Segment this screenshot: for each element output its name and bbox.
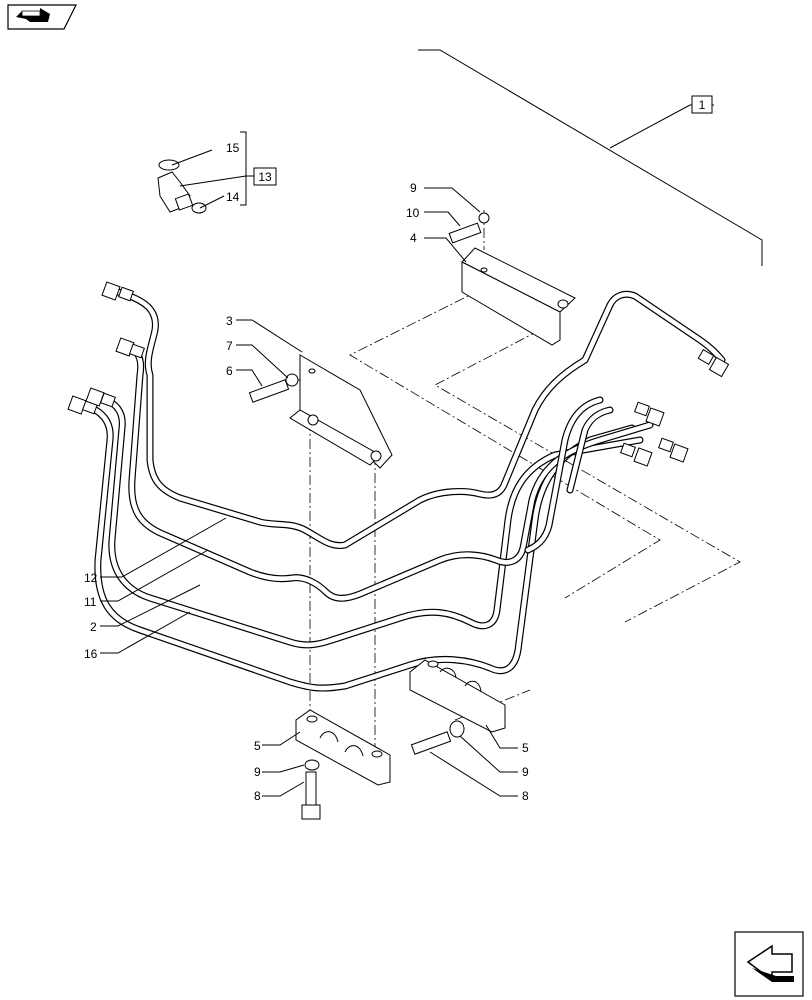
elbow-fitting-13 [157, 131, 254, 214]
pipe-11 [126, 344, 654, 602]
next-page-arrow-icon[interactable] [734, 931, 804, 997]
pipe-2 [96, 394, 644, 649]
part-label-9-right: 9 [522, 765, 529, 779]
clamp-5-right [409, 659, 506, 733]
bracket-4 [448, 212, 576, 346]
clamp-5-lower [295, 709, 391, 786]
part-label-4: 4 [410, 231, 417, 245]
part-label-8-right: 8 [522, 789, 529, 803]
part-label-12: 12 [84, 571, 98, 585]
bolt-8-lower [301, 759, 321, 820]
assembly-bracket-1 [418, 49, 763, 266]
part-label-15: 15 [226, 141, 240, 155]
svg-text:13: 13 [258, 170, 272, 184]
pipe-12 [114, 288, 726, 550]
part-label-5-right: 5 [522, 741, 529, 755]
part-label-3: 3 [226, 314, 233, 328]
pipe-16 [80, 401, 636, 692]
bracket-3 [248, 354, 393, 469]
part-label-2: 2 [90, 620, 97, 634]
part-label-5-lower: 5 [254, 739, 261, 753]
part-label-14: 14 [226, 190, 240, 204]
part-label-7: 7 [226, 339, 233, 353]
part-label-16: 16 [84, 647, 98, 661]
pipe-fittings [67, 281, 730, 467]
part-label-10: 10 [406, 206, 420, 220]
pipe-extra [524, 396, 614, 554]
part-label-1: 1 [691, 95, 713, 114]
svg-text:1: 1 [699, 98, 706, 112]
alignment-lines [290, 210, 741, 755]
part-label-8-lower: 8 [254, 789, 261, 803]
part-label-13: 13 [253, 167, 277, 186]
part-label-6: 6 [226, 364, 233, 378]
leader-lines [100, 104, 714, 797]
book-arrow-icon[interactable] [7, 4, 77, 30]
part-label-11: 11 [84, 595, 97, 609]
part-label-9-top: 9 [410, 181, 417, 195]
bolt-8-right [410, 720, 465, 755]
part-label-9-lower: 9 [254, 765, 261, 779]
